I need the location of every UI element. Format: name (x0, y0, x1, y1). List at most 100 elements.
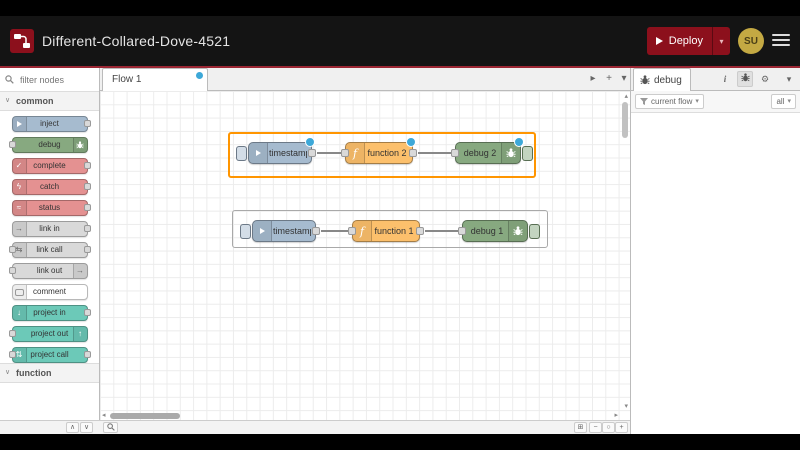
main-menu-button[interactable] (772, 34, 790, 48)
input-port[interactable] (341, 149, 349, 157)
input-port (8, 267, 16, 274)
node-function-2[interactable]: f function 2 (341, 137, 417, 164)
zoom-reset-button[interactable]: ○ (602, 422, 615, 433)
flow-group-selected[interactable] (228, 132, 536, 178)
sidebar: debug i ⚙ ▾ current flow ▾ all ▾ (630, 68, 800, 434)
input-port[interactable] (458, 227, 466, 235)
changed-indicator (514, 137, 524, 147)
palette-category-common[interactable]: ∨ common (0, 91, 99, 111)
workspace-title: Different-Collared-Dove-4521 (42, 33, 231, 49)
search-flows-button[interactable] (103, 422, 118, 433)
palette-node-link-out[interactable]: → link out (8, 263, 88, 279)
tab-scroll-right-icon[interactable]: ▸ (590, 73, 596, 84)
palette-node-project-in[interactable]: ↓ project in (11, 305, 91, 321)
scroll-down-arrow[interactable]: ▾ (624, 403, 628, 410)
comment-icon (12, 285, 27, 299)
scroll-right-arrow[interactable]: ▸ (614, 412, 618, 419)
palette-node-comment[interactable]: comment (11, 284, 88, 300)
input-port[interactable] (451, 149, 459, 157)
palette-filter-input[interactable] (18, 71, 96, 89)
output-port (83, 225, 91, 232)
input-port[interactable] (348, 227, 356, 235)
catch-icon: ϟ (12, 180, 27, 194)
add-flow-button[interactable]: + (606, 73, 612, 84)
palette-node-status[interactable]: ≈ status (11, 200, 91, 216)
inject-icon (253, 221, 272, 241)
deploy-button[interactable]: Deploy ▾ (646, 27, 730, 55)
project-in-icon: ↓ (12, 306, 27, 320)
node-inject-timestamp[interactable]: timestamp (236, 137, 316, 164)
palette-search[interactable] (0, 68, 99, 92)
link-out-icon: → (72, 264, 87, 278)
link-in-icon: → (12, 222, 27, 236)
link-call-icon: ⇆ (12, 243, 27, 257)
zoom-out-button[interactable]: − (589, 422, 602, 433)
search-icon (106, 423, 115, 431)
deploy-options-button[interactable]: ▾ (719, 36, 724, 46)
node-red-window: Different-Collared-Dove-4521 Deploy ▾ SU… (0, 16, 800, 434)
debug-toggle-button[interactable] (522, 146, 533, 161)
bug-icon (501, 143, 520, 163)
funnel-icon (640, 97, 648, 105)
output-port[interactable] (416, 227, 424, 235)
palette-node-complete[interactable]: ✓ complete (11, 158, 91, 174)
flow-group[interactable] (232, 210, 548, 248)
bug-icon (740, 73, 750, 82)
horizontal-scrollbar[interactable] (110, 413, 180, 419)
zoom-in-button[interactable]: + (615, 422, 628, 433)
palette-node-link-in[interactable]: → link in (11, 221, 91, 237)
debug-toggle-button[interactable] (529, 224, 540, 239)
output-port (83, 351, 91, 358)
debug-tab-icon[interactable] (737, 71, 753, 87)
function-icon: f (346, 143, 365, 163)
deploy-icon (655, 37, 663, 45)
palette-node-project-call[interactable]: ⇅ project call (8, 347, 91, 363)
node-debug-1[interactable]: debug 1 (458, 220, 540, 242)
function-icon: f (353, 221, 372, 241)
inject-icon (249, 143, 268, 163)
debug-filter-all-button[interactable]: all ▾ (771, 94, 796, 109)
output-port[interactable] (308, 149, 316, 157)
flow-list-button[interactable]: ▾ (621, 73, 627, 84)
node-debug-2[interactable]: debug 2 (451, 137, 533, 164)
tab-flow-1[interactable]: Flow 1 (102, 68, 208, 91)
palette-node-debug[interactable]: debug (8, 137, 88, 153)
bug-icon (72, 138, 87, 152)
scroll-left-arrow[interactable]: ◂ (102, 412, 106, 419)
node-inject-timestamp[interactable]: timestamp (240, 220, 320, 242)
output-port[interactable] (312, 227, 320, 235)
palette-node-inject[interactable]: inject (11, 116, 91, 132)
palette-node-link-call[interactable]: ⇆ link call (8, 242, 91, 258)
workspace-footer: ∧ ∨ ⊞ − ○ + (0, 420, 630, 434)
sidebar-tab-bar: debug i ⚙ ▾ (631, 68, 800, 91)
palette-node-catch[interactable]: ϟ catch (11, 179, 91, 195)
sidebar-menu-button[interactable]: ▾ (786, 74, 792, 84)
header-accent-line (0, 66, 800, 68)
flow-canvas[interactable]: timestamp f function 2 debug 2 (100, 91, 630, 420)
changed-indicator (305, 137, 315, 147)
expand-categories-button[interactable]: ∨ (80, 422, 93, 433)
palette-category-function[interactable]: ∨ function (0, 363, 99, 383)
navigator-button[interactable]: ⊞ (574, 422, 587, 433)
collapse-categories-button[interactable]: ∧ (66, 422, 79, 433)
tab-debug[interactable]: debug (633, 68, 691, 91)
scroll-up-arrow[interactable]: ▴ (624, 93, 628, 100)
inject-button[interactable] (240, 224, 251, 239)
node-function-1[interactable]: f function 1 (348, 220, 424, 242)
output-port (83, 162, 91, 169)
output-port (83, 120, 91, 127)
user-avatar[interactable]: SU (738, 28, 764, 54)
debug-filter-flow-button[interactable]: current flow ▾ (635, 94, 704, 109)
header: Different-Collared-Dove-4521 Deploy ▾ SU (0, 16, 800, 66)
debug-toolbar: current flow ▾ all ▾ (631, 91, 800, 113)
workspace: Flow 1 ▸ + ▾ (100, 68, 630, 434)
palette-node-project-out[interactable]: ↑ project out (8, 326, 88, 342)
chevron-down-icon: ∨ (5, 369, 11, 376)
vertical-scrollbar[interactable] (622, 102, 628, 138)
inject-icon (12, 117, 27, 131)
gear-icon[interactable]: ⚙ (760, 74, 770, 84)
bug-icon (640, 75, 650, 85)
inject-button[interactable] (236, 146, 247, 161)
output-port[interactable] (409, 149, 417, 157)
info-tab[interactable]: i (723, 74, 727, 84)
